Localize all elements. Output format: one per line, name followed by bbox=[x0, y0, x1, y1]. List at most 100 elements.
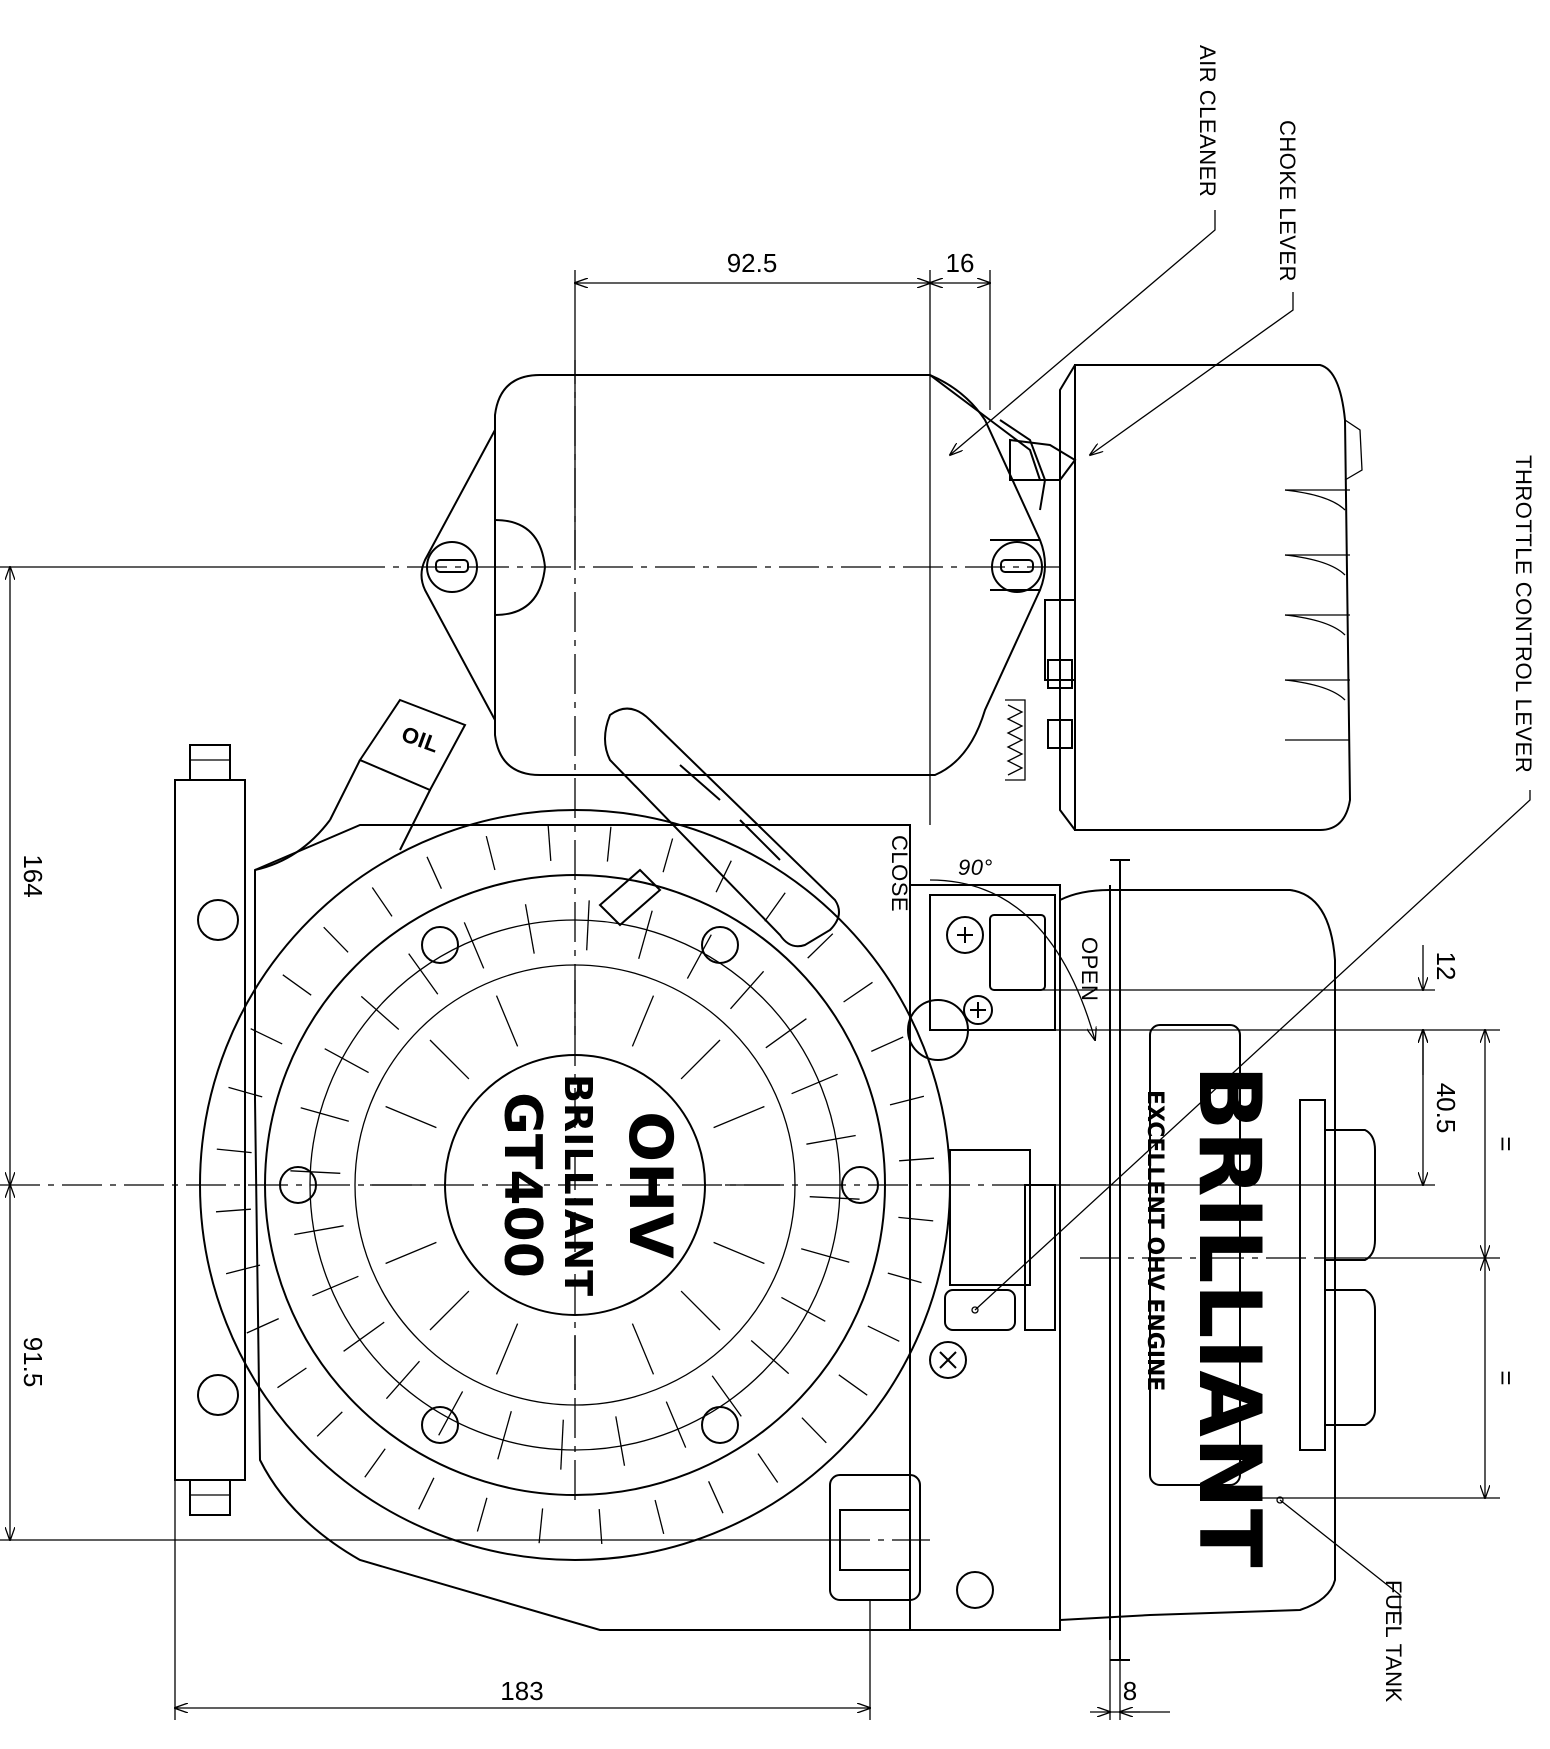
fin-line bbox=[791, 1073, 838, 1095]
fin-line bbox=[680, 1290, 721, 1331]
dim-12: 12 bbox=[1431, 952, 1461, 981]
fin-line bbox=[598, 1509, 603, 1545]
fin-line bbox=[631, 1323, 655, 1375]
fin-line bbox=[495, 995, 519, 1047]
fin-line bbox=[560, 1419, 564, 1470]
tank-badge: BRILLIANT EXCELLENT OHV ENGINE bbox=[1142, 1024, 1279, 1568]
dim-92-5: 92.5 bbox=[727, 248, 778, 278]
fin-line bbox=[463, 922, 485, 969]
fin-line bbox=[316, 1411, 343, 1437]
fin-line bbox=[801, 1417, 827, 1444]
fin-line bbox=[385, 1105, 437, 1129]
choke-housing bbox=[1005, 364, 1363, 831]
fin-line bbox=[615, 1416, 626, 1466]
label-fuel-tank: FUEL TANK bbox=[1381, 1580, 1406, 1703]
fin-line bbox=[638, 910, 653, 959]
fin-line bbox=[898, 1216, 934, 1222]
tank-badge-brand: BRILLIANT bbox=[1179, 1065, 1279, 1568]
fin-line bbox=[867, 1325, 900, 1342]
dim-8: 8 bbox=[1123, 1676, 1137, 1706]
tank-badge-tagline: EXCELLENT OHV ENGINE bbox=[1142, 1090, 1167, 1391]
fin-line bbox=[801, 1248, 850, 1263]
fin-line bbox=[277, 1367, 307, 1389]
fin-line bbox=[324, 1048, 369, 1074]
leader-lines bbox=[950, 210, 1531, 1625]
fin-line bbox=[750, 1340, 790, 1375]
spark-plug-cap: OIL bbox=[254, 698, 467, 871]
dim-91-5: 91.5 bbox=[18, 1337, 48, 1388]
fin-line bbox=[757, 1453, 779, 1483]
fin-line bbox=[538, 1508, 544, 1544]
fin-line bbox=[495, 1323, 519, 1375]
fin-line bbox=[250, 1028, 283, 1045]
fin-line bbox=[228, 1086, 263, 1098]
fin-line bbox=[764, 892, 786, 922]
fin-line bbox=[889, 1095, 925, 1106]
fin-line bbox=[323, 926, 349, 953]
fin-line bbox=[708, 1481, 724, 1514]
fin-line bbox=[497, 1411, 512, 1460]
label-air-cleaner: AIR CLEANER bbox=[1195, 45, 1220, 197]
fin-line bbox=[713, 1241, 765, 1265]
dim-equal-lower: = bbox=[1491, 1370, 1521, 1385]
fin-line bbox=[809, 1196, 860, 1200]
dim-164: 164 bbox=[18, 854, 48, 897]
fin-line bbox=[843, 981, 873, 1003]
fin-line bbox=[713, 1105, 765, 1129]
fin-line bbox=[246, 1318, 279, 1334]
fin-line bbox=[871, 1036, 904, 1052]
label-angle: 90° bbox=[958, 855, 993, 880]
dimension-lines bbox=[0, 270, 1500, 1720]
fin-line bbox=[665, 1401, 687, 1448]
control-panel bbox=[829, 894, 1056, 1609]
fin-line bbox=[385, 1241, 437, 1265]
fin-line bbox=[290, 1170, 341, 1174]
label-close: CLOSE bbox=[887, 835, 912, 912]
fin-line bbox=[765, 1018, 807, 1049]
fin-line bbox=[225, 1264, 261, 1275]
fin-line bbox=[547, 825, 552, 861]
fin-line bbox=[426, 856, 442, 889]
fin-line bbox=[216, 1148, 252, 1154]
fin-line bbox=[887, 1272, 922, 1284]
fin-line bbox=[524, 904, 535, 954]
dim-equal-upper: = bbox=[1491, 1136, 1521, 1151]
fin-line bbox=[838, 1374, 868, 1396]
fin-line bbox=[662, 838, 674, 873]
fin-line bbox=[680, 1039, 721, 1080]
fin-line bbox=[385, 1360, 420, 1400]
air-cleaner bbox=[420, 374, 1047, 776]
fin-line bbox=[730, 970, 765, 1010]
fin-line bbox=[438, 1391, 464, 1436]
fin-line bbox=[429, 1039, 470, 1080]
fin-line bbox=[282, 974, 312, 996]
dim-183: 183 bbox=[500, 1676, 543, 1706]
fin-line bbox=[631, 995, 655, 1047]
fin-line bbox=[485, 835, 496, 871]
fin-line bbox=[606, 826, 612, 862]
fin-line bbox=[654, 1499, 665, 1535]
dim-16: 16 bbox=[946, 248, 975, 278]
fin-line bbox=[408, 953, 439, 995]
fin-line bbox=[807, 933, 834, 959]
centerlines bbox=[0, 360, 1320, 1541]
fin-line bbox=[476, 1497, 488, 1532]
fin-line bbox=[364, 1448, 386, 1478]
fin-line bbox=[312, 1275, 359, 1297]
label-open: OPEN bbox=[1077, 937, 1102, 1001]
fin-line bbox=[343, 1321, 385, 1352]
dim-40-5: 40.5 bbox=[1431, 1083, 1461, 1134]
fin-line bbox=[215, 1208, 251, 1213]
fin-line bbox=[899, 1157, 935, 1162]
label-throttle-control-lever: THROTTLE CONTROL LEVER bbox=[1511, 455, 1536, 773]
fin-line bbox=[806, 1134, 856, 1145]
fin-line bbox=[429, 1290, 470, 1331]
fin-line bbox=[418, 1477, 435, 1510]
fin-line bbox=[371, 887, 393, 917]
fin-line bbox=[711, 1375, 742, 1417]
fin-line bbox=[300, 1107, 349, 1122]
fin-line bbox=[781, 1296, 826, 1322]
label-choke-lever: CHOKE LEVER bbox=[1275, 120, 1300, 282]
fin-line bbox=[686, 934, 712, 979]
